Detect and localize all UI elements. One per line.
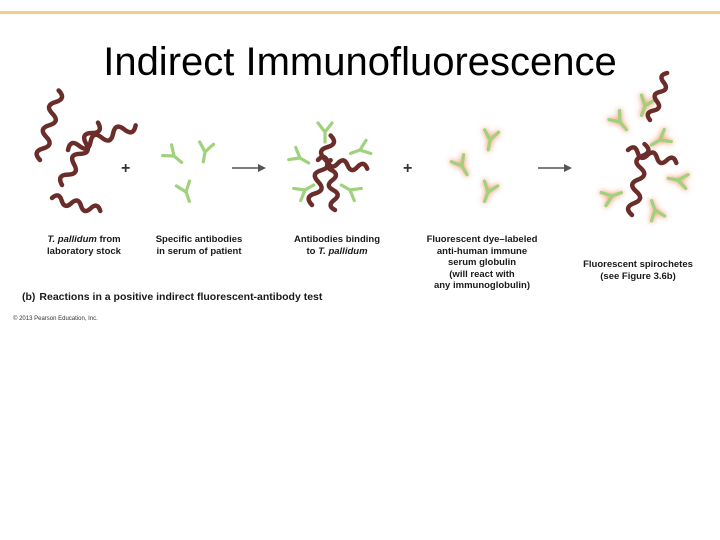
- arrow-2: [538, 164, 572, 172]
- spirochete: [66, 121, 137, 155]
- labeled-antibody: [633, 93, 657, 120]
- spirochete: [58, 120, 103, 187]
- caption-step5: Fluorescent spirochetes (see Figure 3.6b…: [570, 259, 706, 282]
- caption-step4-line4: (will react with: [449, 268, 515, 280]
- caption-step2-line1: Specific antibodies: [155, 234, 243, 245]
- caption-step2: Specific antibodies in serum of patient: [140, 234, 258, 257]
- panel-caption: (b)Reactions in a positive indirect fluo…: [22, 291, 322, 303]
- spirochete: [35, 89, 63, 161]
- labeled-antibody: [449, 153, 475, 180]
- arrow-1: [232, 164, 266, 172]
- top-accent-bar: [0, 11, 720, 14]
- spirochete-group-step1: [35, 89, 137, 215]
- caption-step4-line5: any immunoglobulin): [433, 280, 531, 291]
- slide-title: Indirect Immunofluorescence: [103, 40, 617, 84]
- caption-step3-organism: T. pallidum: [318, 245, 368, 257]
- labeled-antibody: [599, 184, 626, 208]
- labeled-antibody: [479, 128, 501, 153]
- antibody-group-step2: [161, 140, 216, 206]
- antibody: [316, 121, 334, 144]
- caption-step1: T. pallidum from laboratory stock: [30, 234, 138, 257]
- plus-operator-1: +: [121, 160, 131, 177]
- antibody: [292, 177, 319, 203]
- labeled-antibody: [643, 196, 667, 223]
- caption-step4-line1: Fluorescent dye–labeled: [426, 234, 538, 245]
- caption-step4: Fluorescent dye–labeled anti-human immun…: [412, 234, 552, 292]
- caption-step3-prefix: to: [306, 245, 319, 257]
- fluorescent-antibodies-step4: [451, 130, 498, 204]
- bound-complex-step3: [287, 121, 373, 210]
- caption-step3-line1: Antibodies binding: [293, 234, 380, 245]
- caption-step1-rest: from: [96, 234, 121, 245]
- antibody: [194, 140, 216, 165]
- fluorescent-spirochetes-step5: [601, 72, 688, 221]
- antibody: [174, 179, 198, 206]
- antibody: [287, 145, 314, 171]
- labeled-antibody: [476, 179, 500, 206]
- labeled-antibody: [607, 109, 634, 136]
- spirochete: [646, 72, 671, 122]
- antibody: [161, 143, 188, 170]
- caption-step1-line2: laboratory stock: [47, 245, 121, 257]
- panel-letter: (b): [22, 291, 36, 303]
- caption-step4-line3: serum globulin: [447, 257, 517, 268]
- antibody: [336, 177, 363, 203]
- caption-step1-organism: T. pallidum: [47, 234, 97, 245]
- panel-caption-text: Reactions in a positive indirect fluores…: [39, 291, 323, 303]
- spirochete: [51, 194, 101, 215]
- caption-step5-line1: Fluorescent spirochetes: [583, 259, 693, 270]
- antibody: [346, 138, 373, 162]
- plus-operator-2: +: [403, 160, 413, 177]
- copyright-notice: © 2013 Pearson Education, Inc.: [13, 316, 98, 322]
- caption-step2-line2: in serum of patient: [156, 245, 242, 257]
- caption-step5-line2: (see Figure 3.6b): [600, 270, 676, 282]
- caption-step3: Antibodies binding to T. pallidum: [278, 234, 396, 257]
- labeled-antibody: [646, 127, 673, 153]
- caption-step4-line2: anti-human immune: [436, 245, 528, 257]
- labeled-antibody: [665, 169, 690, 191]
